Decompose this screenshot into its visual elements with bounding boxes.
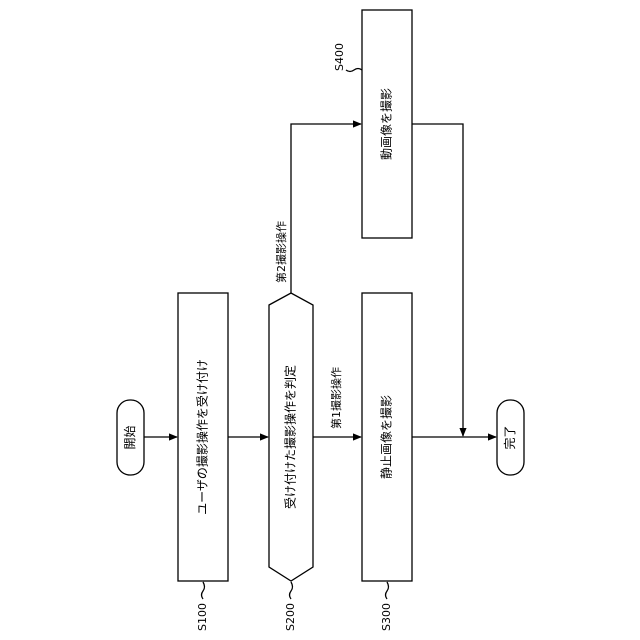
step-label-s100: S100 [196, 603, 209, 631]
start-label: 開始 [123, 425, 137, 449]
step-label-s200: S200 [284, 603, 297, 631]
leader-s200 [290, 582, 293, 599]
end-label: 完了 [502, 425, 517, 449]
step-label-s400: S400 [333, 43, 346, 71]
arrow-s200-to-s400 [291, 124, 361, 293]
process-text-s300: 静止画像を撮影 [380, 395, 394, 479]
step-label-s300: S300 [380, 603, 393, 631]
leader-s300 [386, 582, 389, 599]
process-text-s400: 動画像を撮影 [380, 88, 394, 160]
arrow-s400-to-end [412, 124, 463, 436]
leader-s100 [202, 582, 205, 599]
decision-text-s200: 受け付けた撮影操作を判定 [283, 365, 298, 509]
process-text-s100: ユーザの撮影操作を受け付け [195, 359, 210, 515]
leader-s400 [346, 69, 362, 72]
branch-label-first: 第1撮影操作 [329, 367, 343, 429]
branch-label-second: 第2撮影操作 [274, 221, 288, 283]
